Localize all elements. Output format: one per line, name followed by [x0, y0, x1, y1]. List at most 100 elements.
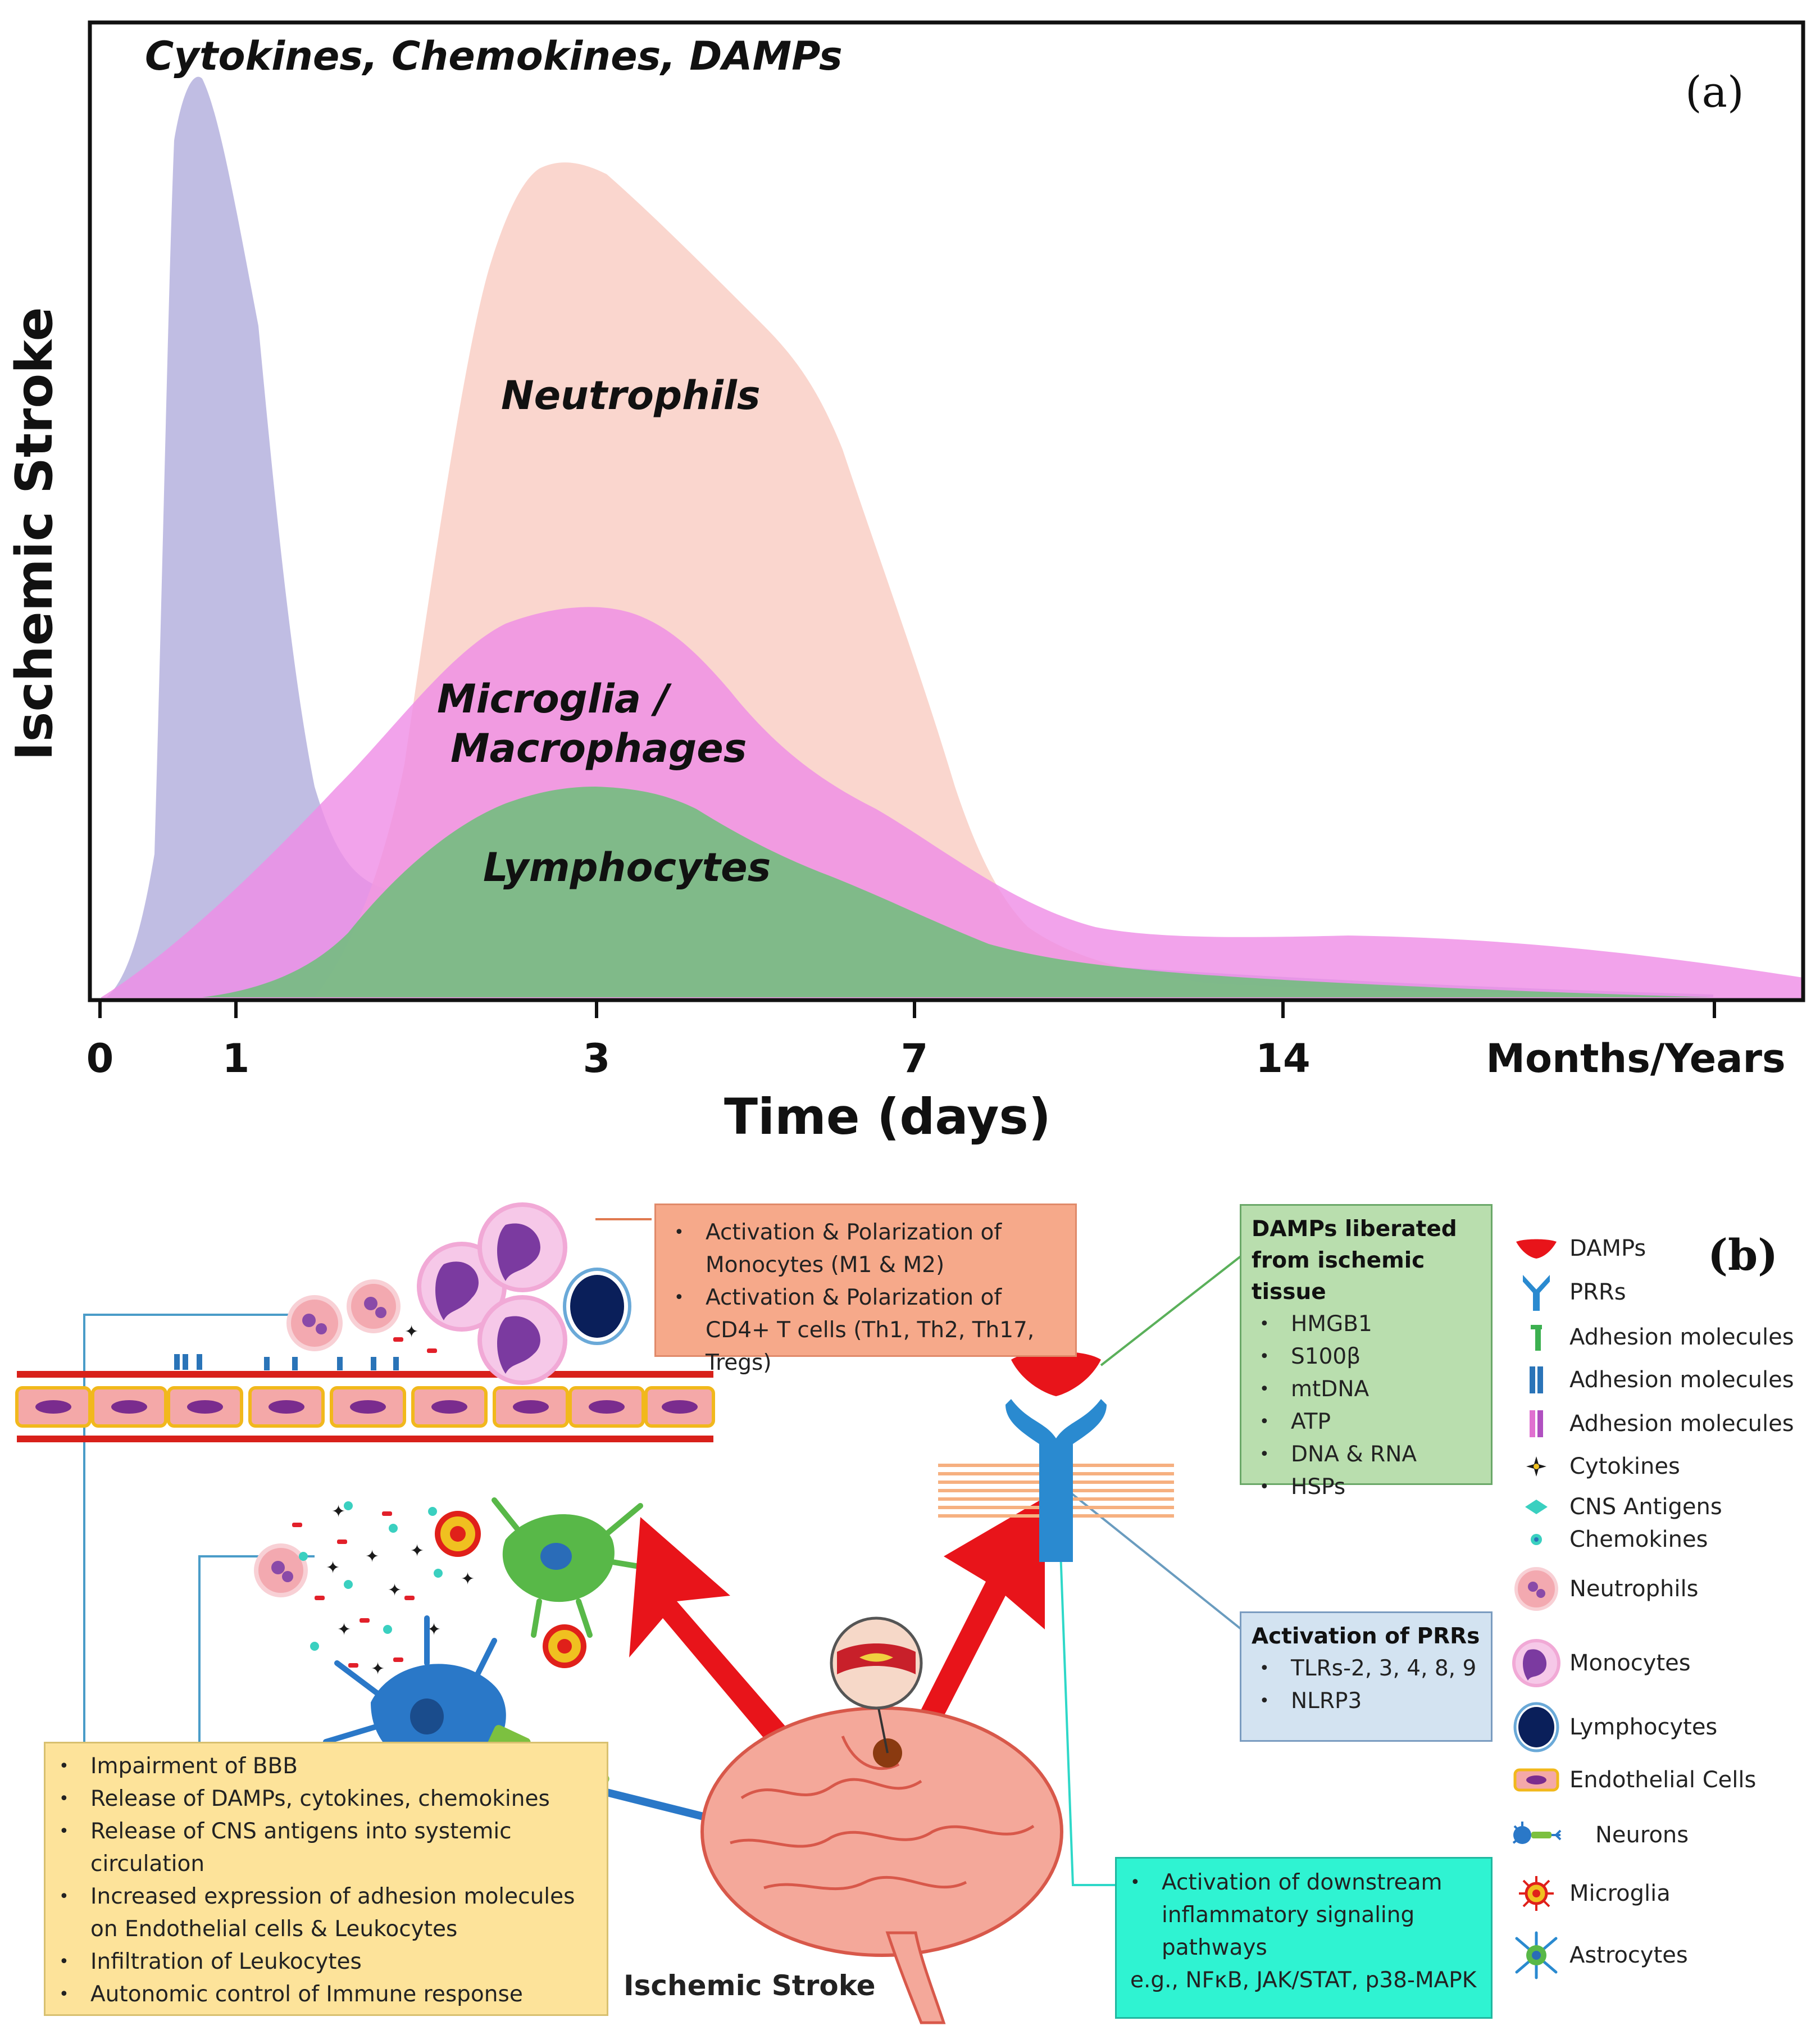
legend-item: Adhesion molecules: [1511, 1315, 1794, 1360]
legend-item: DAMPs: [1511, 1226, 1646, 1271]
panel-a-chart: 0 1 3 7 14 Months/Years Time (days) Isch…: [5, 20, 1805, 1146]
legend-item: Chemokines: [1511, 1517, 1708, 1562]
x-axis-ticks: [98, 1000, 1716, 1018]
curve-label-lymphocytes: Lymphocytes: [483, 844, 771, 891]
legend-label: PRRs: [1569, 1279, 1626, 1305]
list-item: mtDNA: [1252, 1373, 1481, 1406]
adhesion-blue-icon: [1511, 1357, 1562, 1402]
monocyte-cells: [417, 1202, 567, 1385]
chemokine-icon: [1511, 1517, 1562, 1562]
prr-receptor-illustration: [938, 1351, 1174, 1562]
legend-item: Neutrophils: [1511, 1566, 1698, 1611]
damps-box: DAMPs liberated from ischemic tissue HMG…: [1240, 1204, 1493, 1504]
legend-label: DAMPs: [1569, 1236, 1646, 1261]
list-item: S100β: [1252, 1341, 1481, 1373]
panel-label-a: (a): [1685, 67, 1744, 117]
cns-antigen-icon: [1511, 1484, 1562, 1529]
blood-vessel: [15, 1354, 715, 1442]
x-tick-label: 14: [1255, 1036, 1310, 1082]
legend-label: Astrocytes: [1569, 1942, 1688, 1968]
signaling-examples: e.g., NFκB, JAK/STAT, p38-MAPK: [1130, 1968, 1477, 1993]
legend-item: Astrocytes: [1511, 1931, 1688, 1979]
monocyte-activation-box: Activation & Polarization of Monocytes (…: [654, 1204, 1077, 1375]
adhesion-pink-icon: [1511, 1401, 1562, 1446]
list-item: DNA & RNA: [1252, 1438, 1481, 1471]
svg-text:✦: ✦: [410, 1541, 424, 1561]
cytokine-icon: [1511, 1444, 1562, 1489]
legend-label: Cytokines: [1569, 1454, 1680, 1479]
curve-label-microglia-line1: Microglia /: [437, 676, 672, 722]
prr-icon: [1511, 1270, 1562, 1315]
list-item: NLRP3: [1252, 1685, 1481, 1718]
damps-list: HMGB1 S100β mtDNA ATP DNA & RNA HSPs: [1252, 1308, 1481, 1504]
brain-label: Ischemic Stroke: [624, 1969, 876, 2002]
damps-box-title-line2: from ischemic tissue: [1252, 1248, 1425, 1305]
list-item: Activation & Polarization of Monocytes (…: [666, 1216, 1065, 1282]
legend-item: Lymphocytes: [1511, 1702, 1718, 1752]
signaling-list: Activation of downstream inflammatory si…: [1122, 1866, 1485, 1964]
legend-item: Microglia: [1511, 1871, 1671, 1916]
neutrophil-cells: [254, 1279, 401, 1597]
list-item: Release of DAMPs, cytokines, chemokines: [51, 1783, 601, 1815]
svg-text:✦: ✦: [331, 1502, 345, 1522]
y-axis-title: Ischemic Stroke: [5, 307, 64, 760]
list-item: TLRs-2, 3, 4, 8, 9: [1252, 1652, 1481, 1685]
legend-label: Adhesion molecules: [1569, 1367, 1794, 1393]
astrocyte-illustration: [492, 1497, 649, 1638]
panel-label-b: (b): [1708, 1230, 1778, 1280]
list-item: HMGB1: [1252, 1308, 1481, 1341]
astrocyte-icon: [1511, 1931, 1562, 1979]
svg-text:✦: ✦: [371, 1659, 385, 1679]
legend-label: Adhesion molecules: [1569, 1411, 1794, 1437]
x-tick-label: Months/Years: [1486, 1036, 1785, 1082]
monocyte-activation-list: Activation & Polarization of Monocytes (…: [666, 1216, 1065, 1379]
prr-list: TLRs-2, 3, 4, 8, 9 NLRP3: [1252, 1652, 1481, 1718]
svg-text:✦: ✦: [326, 1558, 340, 1578]
lymphocyte-cell: [563, 1268, 631, 1345]
legend-item: Cytokines: [1511, 1444, 1680, 1489]
lymphocyte-icon: [1511, 1702, 1562, 1752]
legend-label: Endothelial Cells: [1569, 1767, 1757, 1793]
list-item: ATP: [1252, 1406, 1481, 1438]
list-item: Increased expression of adhesion molecul…: [51, 1881, 601, 1946]
legend-label: CNS Antigens: [1569, 1494, 1722, 1520]
legend-item: Adhesion molecules: [1511, 1357, 1794, 1402]
neutrophil-icon: [1511, 1566, 1562, 1611]
x-tick-label: 7: [901, 1036, 929, 1082]
legend-item: PRRs: [1511, 1270, 1626, 1315]
legend-item: Endothelial Cells: [1511, 1757, 1756, 1802]
damp-icon: [1511, 1226, 1562, 1271]
legend-item: Monocytes: [1511, 1639, 1691, 1687]
adhesion-molecules: [174, 1354, 399, 1370]
svg-text:✦: ✦: [388, 1581, 402, 1600]
list-item: Activation of downstream inflammatory si…: [1122, 1866, 1485, 1964]
prr-box-title: Activation of PRRs: [1252, 1624, 1480, 1649]
list-item: Impairment of BBB: [51, 1750, 601, 1783]
legend-label: Lymphocytes: [1569, 1714, 1718, 1740]
svg-text:✦: ✦: [404, 1322, 418, 1342]
curve-label-neutrophils: Neutrophils: [501, 373, 761, 419]
svg-text:✦: ✦: [337, 1620, 351, 1640]
legend-label: Microglia: [1569, 1881, 1671, 1906]
list-item: HSPs: [1252, 1471, 1481, 1504]
endothelial-cell-row: [15, 1386, 715, 1428]
neuron-icon: [1511, 1813, 1562, 1858]
svg-text:✦: ✦: [461, 1569, 475, 1589]
microglia-illustration: [435, 1511, 586, 1668]
bbb-impairment-list: Impairment of BBB Release of DAMPs, cyto…: [51, 1750, 601, 2011]
list-item: Autonomic control of Immune response: [51, 1978, 601, 2011]
prr-activation-box: Activation of PRRs TLRs-2, 3, 4, 8, 9 NL…: [1240, 1611, 1493, 1742]
legend-item: Adhesion molecules: [1511, 1401, 1794, 1446]
curve-lymphocytes: [202, 787, 1713, 997]
legend-item: Neurons: [1511, 1813, 1689, 1858]
signaling-pathways-box: Activation of downstream inflammatory si…: [1115, 1857, 1493, 2019]
plot-frame: [88, 20, 1805, 1002]
curve-label-cytokines: Cytokines, Chemokines, DAMPs: [145, 33, 843, 79]
adhesion-green-icon: [1511, 1315, 1562, 1360]
endothelial-cell-icon: [1511, 1757, 1562, 1802]
legend-label: Neurons: [1595, 1822, 1689, 1848]
x-tick-label: 0: [87, 1036, 114, 1082]
list-item: Infiltration of Leukocytes: [51, 1946, 601, 1978]
brain-illustration: [700, 1616, 1063, 2024]
